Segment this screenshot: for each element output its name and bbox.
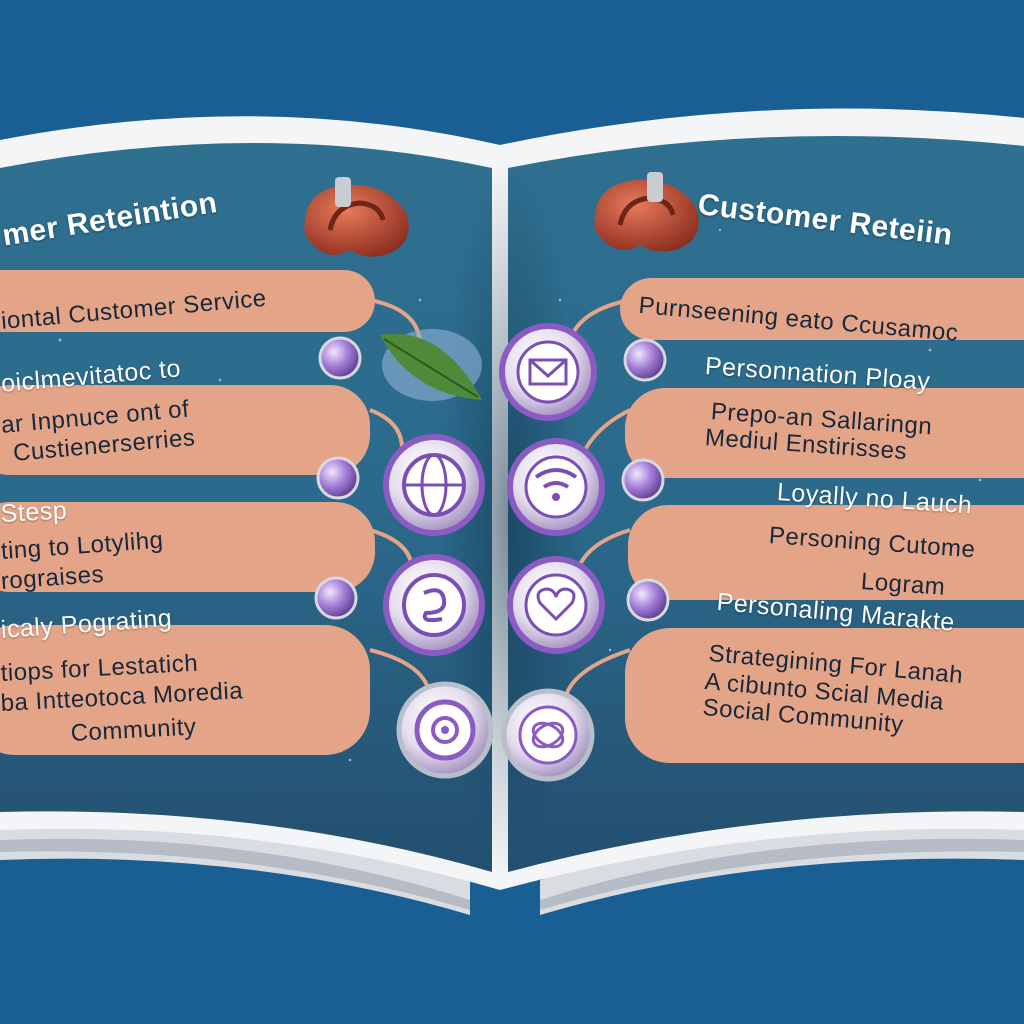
- left-pill-4: [0, 625, 370, 755]
- right-gem-3: [626, 578, 670, 622]
- right-pill-2: [625, 388, 1024, 478]
- right-page: [499, 172, 1024, 782]
- ear-icon: [304, 177, 409, 257]
- left-pill-1: [0, 270, 375, 332]
- left-gem-1: [318, 336, 362, 380]
- page-edges: [0, 816, 1024, 915]
- heart-icon: [507, 556, 605, 654]
- right-pill-1: [620, 278, 1024, 340]
- mail-icon: [499, 323, 597, 421]
- right-pill-3: [628, 505, 1024, 600]
- left-page: [0, 177, 494, 779]
- ear-icon: [594, 172, 699, 252]
- knot-icon: [501, 688, 595, 782]
- left-pill-3: [0, 502, 375, 592]
- left-gem-3: [314, 576, 358, 620]
- globe-icon: [383, 434, 485, 536]
- left-gem-2: [316, 456, 360, 500]
- right-pill-4: [625, 628, 1024, 763]
- right-gem-1: [623, 338, 667, 382]
- coin-icon: [383, 554, 485, 656]
- wifi-icon: [507, 438, 605, 536]
- target-icon: [396, 681, 494, 779]
- left-pill-2: [0, 385, 370, 475]
- right-gem-2: [621, 458, 665, 502]
- leaf-icon: [380, 329, 482, 401]
